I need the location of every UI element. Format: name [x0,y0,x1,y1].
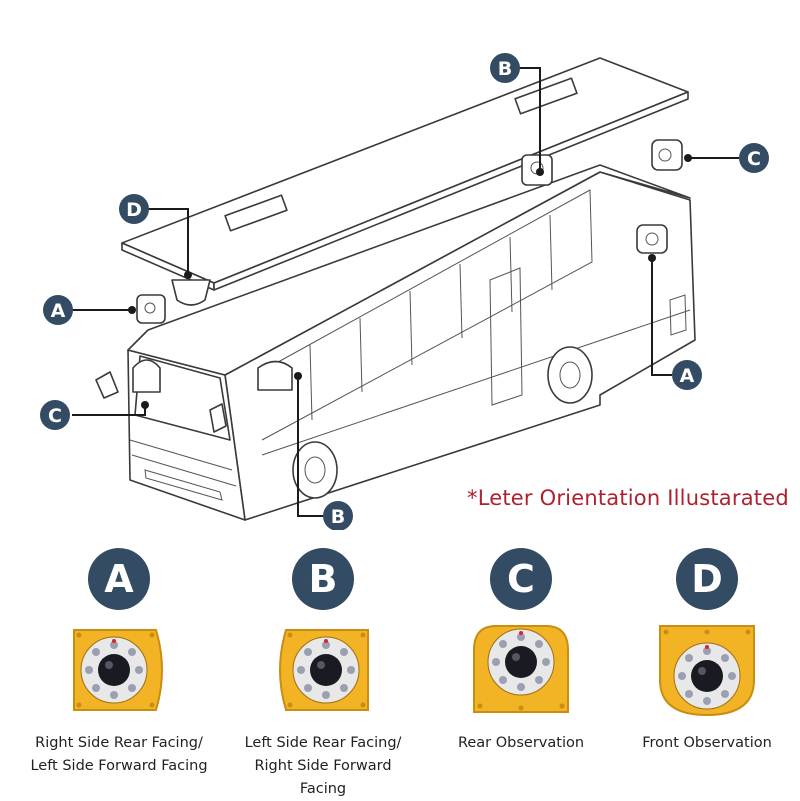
legend-item-a: A Right Side Rear Facing/ Left Side Forw… [29,548,209,798]
callout-badge-roof-d: D [119,194,149,224]
callout-badge-roof-b: B [490,53,520,83]
legend-badge: B [292,548,354,610]
camera-icon-roof-d [171,279,211,306]
camera-icon-front-c [132,359,161,393]
camera-icon-side-a-left [136,294,166,324]
callout-letter: B [498,58,512,80]
camera-a-icon [73,629,163,711]
callout-badge-roof-c: C [739,143,769,173]
legend-badge: A [88,548,150,610]
callout-letter: A [680,365,695,387]
callout-letter: D [126,199,142,221]
camera-icon-side-b-mirror [257,360,293,391]
caption-line: Left Side Rear Facing/ [244,735,402,751]
leader-lines [72,67,740,517]
callout-letter: B [331,506,345,528]
caption-line: Left Side Forward Facing [30,758,208,774]
legend-item-d: D Front Observation [617,548,797,798]
callout-letter: C [747,148,761,170]
bus-camera-diagram: B C D A C A B [40,53,769,530]
camera-c-icon [473,625,569,713]
camera-icon-roof-c [651,139,683,171]
callout-letter: C [48,405,62,427]
caption-line: Right Side Rear Facing/ [35,735,203,751]
legend-badge: C [490,548,552,610]
camera-d-icon [659,625,755,717]
orientation-note: *Leter Orientation Illustarated [467,486,789,510]
legend-caption: Left Side Rear Facing/ Right Side Forwar… [233,732,413,801]
legend-caption: Right Side Rear Facing/ Left Side Forwar… [29,732,209,778]
camera-b-icon [279,629,369,711]
caption-line: Right Side Forward Facing [254,758,392,797]
legend-item-b: B Left Side Rear Facing/ Right Side Forw… [233,548,413,798]
caption-line: Rear Observation [457,735,585,751]
caption-line: Front Observation [642,735,772,751]
camera-icon-side-a-right [636,224,668,254]
callout-badge-side-a-left: A [43,295,73,325]
callout-badge-side-b-bottom: B [323,501,353,530]
callout-badge-front-c: C [40,400,70,430]
callout-badge-side-a-right: A [672,360,702,390]
legend-caption: Front Observation [617,732,797,755]
legend-caption: Rear Observation [431,732,611,755]
legend-item-c: C Rear Observation [431,548,611,798]
legend-badge: D [676,548,738,610]
callout-letter: A [51,300,66,322]
